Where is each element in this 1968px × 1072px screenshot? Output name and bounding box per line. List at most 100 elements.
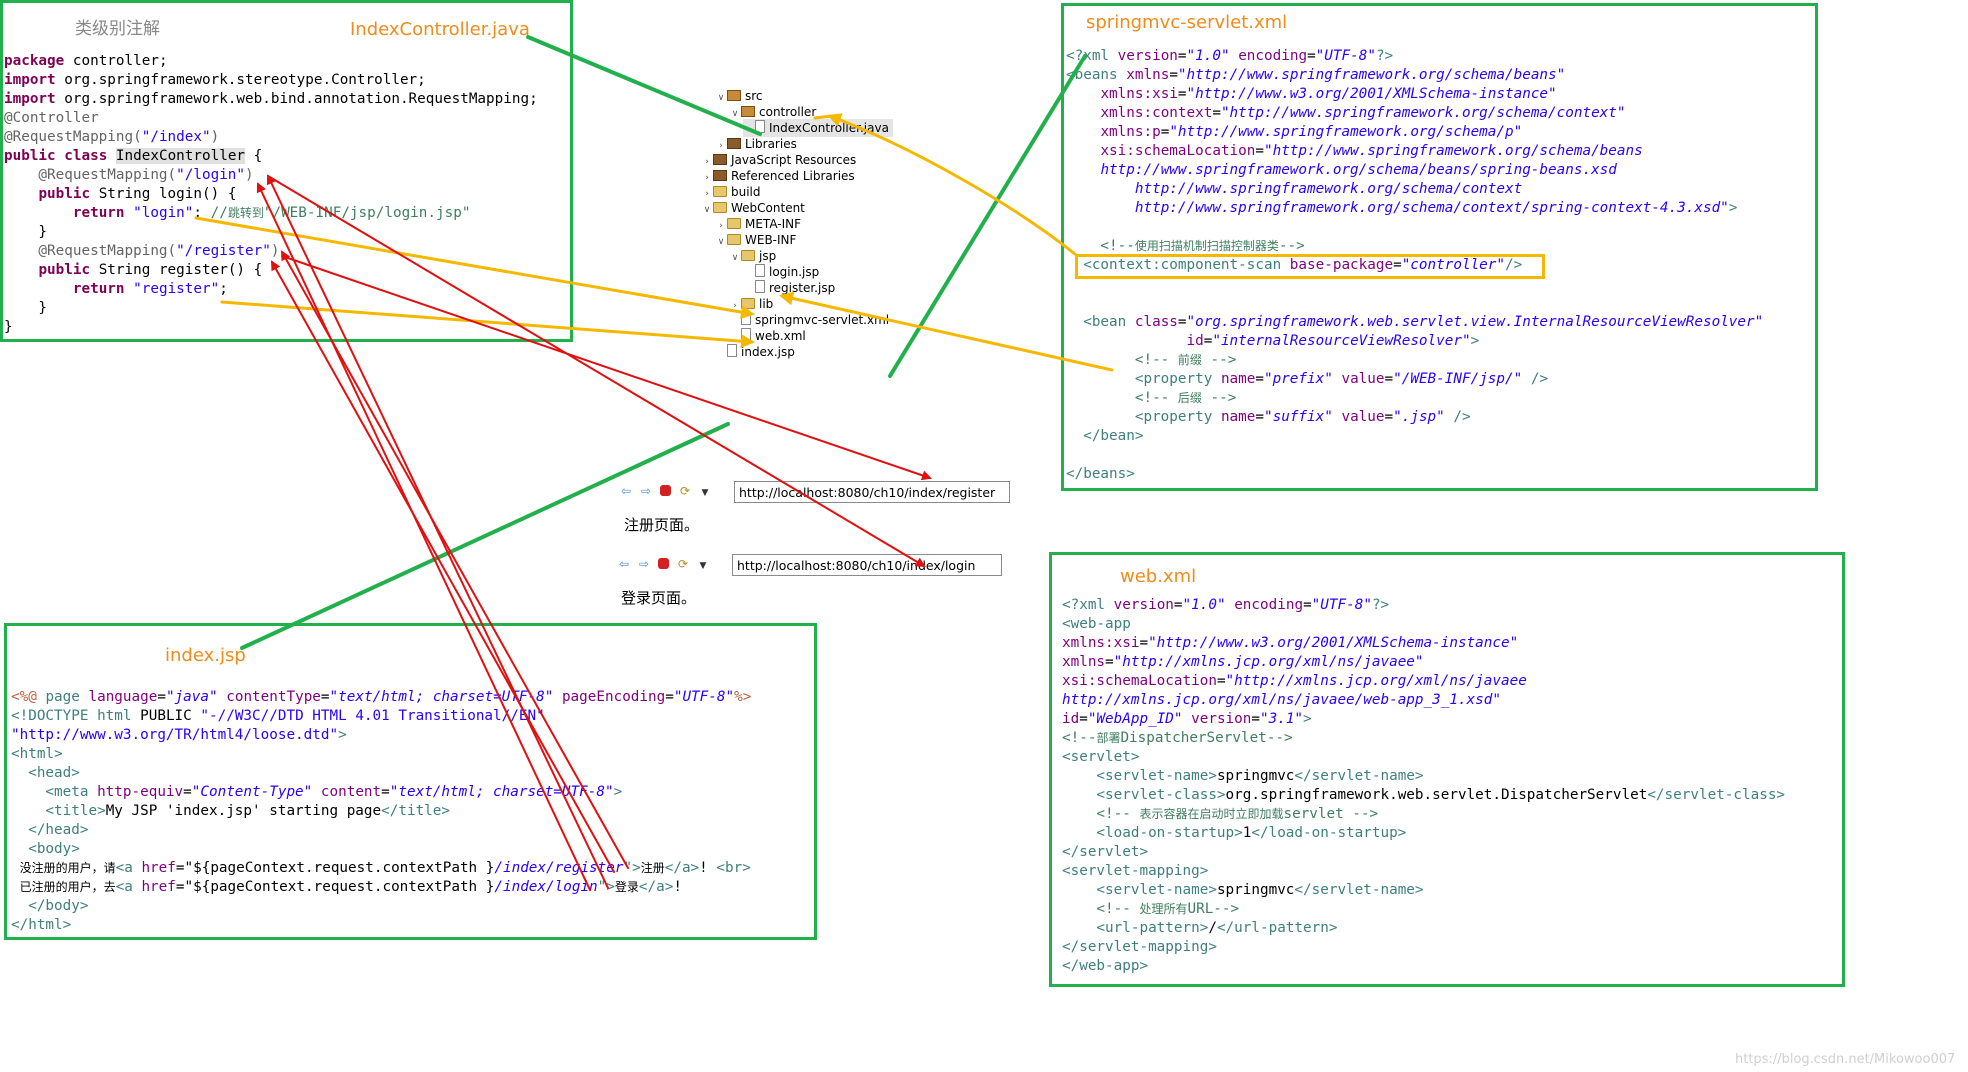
code-line: } [4, 318, 538, 337]
xml-file-icon [741, 328, 751, 341]
code-token: "text/html; charset=UTF-8" [329, 689, 554, 705]
chevron-right-icon[interactable]: › [705, 157, 709, 167]
code-token: "register" [133, 281, 220, 297]
code-token: = [175, 860, 185, 876]
code-token: xmlns:p [1100, 124, 1161, 140]
code-line: <property name="prefix" value="/WEB-INF/… [1066, 370, 1763, 389]
chevron-down-icon[interactable]: ▼ [701, 488, 709, 498]
code-line: <servlet-class>org.springframework.web.s… [1062, 786, 1785, 805]
code-token: http://www.springframework.org/schema/co… [1134, 181, 1523, 197]
code-line: 没注册的用户，请<a href="${pageContext.request.c… [11, 859, 751, 878]
code-token: ) [210, 129, 220, 145]
code-line: } [4, 299, 538, 318]
code-token: = [1177, 48, 1187, 64]
code-token: </servlet> [1062, 844, 1149, 860]
code-line: id="internalResourceViewResolver"> [1066, 332, 1763, 351]
forward-arrow-icon[interactable]: ⇨ [638, 557, 650, 571]
forward-arrow-icon[interactable]: ⇨ [640, 484, 652, 498]
code-token: version [1191, 711, 1252, 727]
tree-item-label: WEB-INF [745, 233, 797, 247]
chevron-down-icon[interactable]: ▼ [699, 561, 707, 571]
code-token: ; [219, 281, 228, 297]
code-line: http://www.springframework.org/schema/be… [1066, 161, 1763, 180]
code-token: <servlet> [1062, 749, 1140, 765]
code-token: </title> [381, 803, 451, 819]
code-token: <br> [716, 860, 751, 876]
code-token: = [1216, 673, 1226, 689]
tree-item[interactable]: ›JavaScript Resources [701, 151, 856, 169]
code-line: </body> [11, 897, 751, 916]
tree-item-label: META-INF [745, 217, 802, 231]
code-token: "text/html; charset=UTF-8" [389, 784, 614, 800]
register-url-input[interactable]: http://localhost:8080/ch10/index/registe… [734, 481, 1010, 503]
code-token: </body> [11, 898, 89, 914]
code-token [1066, 181, 1135, 197]
code-line: </servlet-mapping> [1062, 938, 1785, 957]
code-token: encoding [1238, 48, 1308, 64]
code-token [1066, 333, 1187, 349]
chevron-down-icon[interactable]: ∨ [703, 205, 711, 215]
code-line: <property name="suffix" value=".jsp" /> [1066, 408, 1763, 427]
code-line: import org.springframework.stereotype.Co… [4, 71, 538, 90]
code-token: <meta [11, 784, 98, 800]
code-token: = [1160, 124, 1170, 140]
stop-icon[interactable] [658, 558, 669, 569]
tree-item[interactable]: ›Libraries [715, 135, 797, 153]
code-token: xmlns [1126, 67, 1170, 83]
code-token: PUBLIC [140, 708, 201, 724]
code-token: String login() { [90, 186, 237, 202]
code-token: name [1220, 409, 1256, 425]
chevron-down-icon[interactable]: ∨ [717, 237, 725, 247]
code-token: > [1728, 200, 1738, 216]
code-token: = [1169, 67, 1178, 83]
code-token [1230, 48, 1239, 64]
code-token: "controller" [1401, 257, 1505, 273]
chevron-down-icon[interactable]: ∨ [731, 109, 739, 119]
component-scan-highlight [1075, 254, 1545, 279]
code-token: public [38, 262, 91, 278]
code-token: "org.springframework.web.servlet.view.In… [1186, 314, 1764, 330]
code-line: <servlet> [1062, 748, 1785, 767]
java-file-icon [755, 120, 765, 133]
code-token [4, 281, 73, 297]
tree-item-label: springmvc-servlet.xml [755, 313, 890, 327]
login-url-input[interactable]: http://localhost:8080/ch10/index/login [732, 554, 1002, 576]
tree-item-label: index.jsp [741, 345, 795, 359]
code-token: > [613, 784, 623, 800]
code-line: package controller; [4, 52, 538, 71]
code-token: "1.0" [1186, 48, 1230, 64]
chevron-down-icon[interactable]: ∨ [731, 253, 739, 263]
tree-item-label: Referenced Libraries [731, 169, 855, 183]
code-token: </servlet-class> [1647, 787, 1786, 803]
tree-item[interactable]: index.jsp [715, 343, 795, 361]
code-token: <a [115, 860, 142, 876]
index-jsp-code: <%@ page language="java" contentType="te… [11, 688, 751, 935]
code-token: 部署 [1096, 731, 1121, 745]
back-arrow-icon[interactable]: ⇦ [620, 484, 632, 498]
code-token: 前缀 [1177, 353, 1202, 367]
code-token: <beans [1066, 67, 1127, 83]
code-token: // [210, 205, 228, 221]
back-arrow-icon[interactable]: ⇦ [618, 557, 630, 571]
refresh-icon[interactable]: ⟳ [679, 484, 691, 498]
code-token: class [64, 148, 108, 164]
code-token: href [141, 860, 176, 876]
code-line: </web-app> [1062, 957, 1785, 976]
stop-icon[interactable] [660, 485, 671, 496]
code-token: servlet --> [1283, 806, 1379, 822]
code-token: = [1173, 597, 1183, 613]
green-connector-indexjsp [240, 422, 730, 650]
chevron-right-icon[interactable]: › [719, 141, 723, 151]
code-token [1183, 711, 1192, 727]
refresh-icon[interactable]: ⟳ [677, 557, 689, 571]
code-line: <servlet-name>springmvc</servlet-name> [1062, 767, 1785, 786]
code-line: http://xmlns.jcp.org/xml/ns/javaee/web-a… [1062, 691, 1785, 710]
code-token: 使用扫描机制扫描控制器类 [1134, 239, 1279, 253]
code-token: springmvc [1216, 882, 1295, 898]
code-token: ?> [1371, 597, 1390, 613]
code-token: content [320, 784, 382, 800]
chevron-down-icon[interactable]: ∨ [717, 93, 725, 103]
code-line: <context:component-scan base-package="co… [1066, 256, 1763, 275]
code-token: 没注册的用户，请 [19, 861, 116, 875]
index-controller-title: IndexController.java [350, 19, 530, 40]
